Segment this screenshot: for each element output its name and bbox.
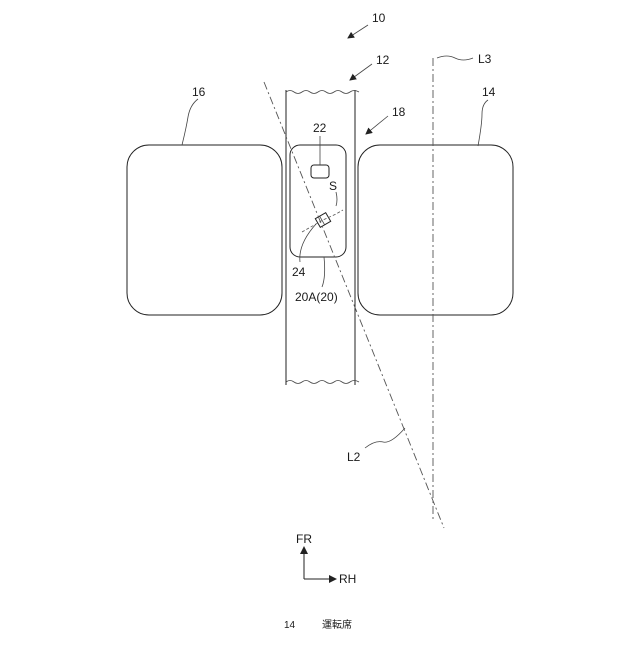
label-seat-14: 14 [482,85,496,99]
label-s: S [329,179,337,193]
direction-right-label: RH [339,572,356,586]
label-camera-24: 24 [292,265,306,279]
left-seat-outline [127,145,282,315]
camera-24 [315,213,330,228]
right-seat-outline [358,145,513,315]
label-line-l2: L2 [347,450,361,464]
leader-lines [182,25,488,448]
caption-text: 運転席 [322,618,352,631]
label-seat-16: 16 [192,85,206,99]
label-strip-12: 12 [376,53,390,67]
caption-number: 14 [284,620,296,631]
label-line-l3: L3 [478,52,492,66]
direction-front-label: FR [296,532,312,546]
label-unit-20a: 20A(20) [295,290,338,304]
label-vehicle-10: 10 [372,11,386,25]
small-box-22 [311,165,329,178]
direction-indicator [304,550,333,579]
display-unit-outline [290,145,346,257]
label-box-22: 22 [313,121,327,135]
label-unit-18: 18 [392,105,406,119]
